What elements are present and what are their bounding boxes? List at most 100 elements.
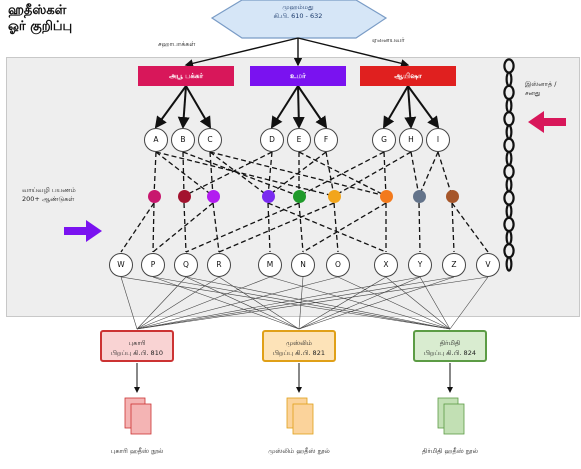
chain-link-icon [505, 229, 513, 246]
narrator-node: C [198, 128, 222, 152]
collector-date: பிறப்பு கி.பி. 821 [273, 349, 325, 357]
companion-box: உமர் [250, 66, 346, 86]
oral-link-dashed [209, 151, 387, 197]
companion-box: அபூ பக்கர் [138, 66, 234, 86]
box-to-node-arrow [297, 85, 328, 129]
oral-link-dashed [333, 202, 339, 253]
oral-link-dashed [267, 202, 271, 253]
narrator-to-collector-line [120, 276, 138, 330]
book-icon [437, 397, 465, 435]
narrator-to-collector-line [136, 276, 421, 330]
narrator-to-collector-line [385, 276, 451, 330]
oral-link-dashed [298, 151, 385, 197]
oral-link-dashed [183, 202, 187, 253]
narrator-node: G [372, 128, 396, 152]
chain-link-icon [503, 84, 515, 101]
box-to-node-arrow [154, 85, 187, 129]
collector-date: பிறப்பு கி.பி. 810 [111, 349, 163, 357]
chain-link-icon [503, 111, 515, 127]
chain-link-icon [503, 137, 515, 153]
oral-link-dashed [155, 151, 335, 197]
narrator-node: Q [174, 253, 198, 277]
chain-link-icon [505, 177, 513, 193]
left-arrow-icon [528, 111, 566, 133]
chain-link-icon [503, 58, 515, 74]
narrator-node: V [476, 253, 500, 277]
narrator-to-collector-line [218, 276, 300, 330]
narrator-node: W [109, 253, 133, 277]
narrator-node: P [141, 253, 165, 277]
collector-box: புகாரிபிறப்பு கி.பி. 810 [100, 330, 174, 362]
chain-link-icon [505, 256, 513, 272]
origin-to-box-arrow [184, 37, 299, 68]
origin-name: முஹம்மது [282, 3, 314, 11]
narrator-node: B [171, 128, 195, 152]
oral-link-dashed [451, 202, 489, 253]
narrator-to-collector-line [136, 276, 220, 330]
chain-link-icon [505, 71, 513, 87]
oral-link-dashed [120, 202, 155, 253]
book-label: புகாரி ஹதீஸ் நூல் [110, 447, 164, 455]
oral-link-dashed [267, 202, 387, 253]
narrator-node: Y [408, 253, 432, 277]
title-line-1: ஹதீஸ்கள் [8, 3, 67, 18]
narrator-node: H [399, 128, 423, 152]
oral-link-dashed [183, 151, 273, 197]
oral-link-dashed [333, 151, 412, 197]
narrator-node: A [144, 128, 168, 152]
oral-link-dashed [298, 151, 387, 197]
transmitter-dot [177, 189, 191, 203]
transmitter-dot [147, 189, 161, 203]
chain-link-icon [503, 163, 515, 180]
oral-link-dashed [418, 151, 439, 197]
origin-label: முஹம்மது கி.பி. 610 - 632 [238, 3, 358, 21]
box-to-node-arrow [292, 85, 305, 129]
chain-link-icon [503, 216, 515, 233]
narrator-to-collector-line [136, 276, 271, 330]
box-to-node-arrow [270, 85, 299, 129]
narrator-to-collector-line [152, 276, 451, 330]
transmitter-dot [327, 189, 341, 203]
chain-link-icon [505, 150, 513, 167]
collector-box: முஸ்லிம் பிறப்பு கி.பி. 821 [262, 330, 336, 362]
narrator-node: E [287, 128, 311, 152]
collector-name: திர்மிதி [439, 339, 461, 347]
companions-label: சஹாபாக்கள் [158, 40, 196, 48]
oral-link-dashed [185, 202, 300, 253]
narrator-node: R [207, 253, 231, 277]
narrator-to-collector-line [120, 276, 451, 330]
oral-link-dashed [152, 202, 214, 253]
narrator-node: N [291, 253, 315, 277]
transmitter-dot [261, 189, 275, 203]
origin-hexagon [210, 0, 388, 39]
chain-link-icon [503, 243, 515, 259]
oral-link-dashed [155, 151, 214, 197]
narrator-to-collector-line [337, 276, 451, 330]
narrator-node: F [314, 128, 338, 152]
book-icon [286, 397, 314, 435]
oral-link-dashed [152, 202, 155, 253]
oral-link-dashed [451, 202, 455, 253]
narrator-node: D [260, 128, 284, 152]
book-label: திர்மிதி ஹதீஸ் நூல் [422, 447, 478, 455]
oral-transmission-label: வாய்வழி பயணம் 200+ ஆண்டுகள் [22, 186, 76, 204]
narrator-to-collector-line [298, 276, 304, 330]
oral-link-dashed [298, 202, 304, 253]
oral-link-dashed [212, 202, 220, 253]
narrator-node: I [426, 128, 450, 152]
book-label: முஸ்லிம் ஹதீஸ் நூல் [268, 447, 330, 455]
oral-link-dashed [153, 151, 157, 197]
oral-link-dashed [302, 202, 387, 253]
origin-dates: கி.பி. 610 - 632 [273, 12, 323, 20]
narrator-node: O [326, 253, 350, 277]
narrator-node: X [374, 253, 398, 277]
collector-name: முஸ்லிம் [285, 339, 313, 347]
other-label: ஏனையவர் [372, 36, 405, 44]
oral-link-dashed [182, 151, 185, 197]
right-arrow-icon [64, 220, 102, 242]
narrator-to-collector-line [136, 276, 187, 330]
narrator-to-collector-line [136, 276, 489, 330]
box-to-node-arrow [404, 85, 417, 129]
origin-to-box-arrow [297, 37, 410, 68]
